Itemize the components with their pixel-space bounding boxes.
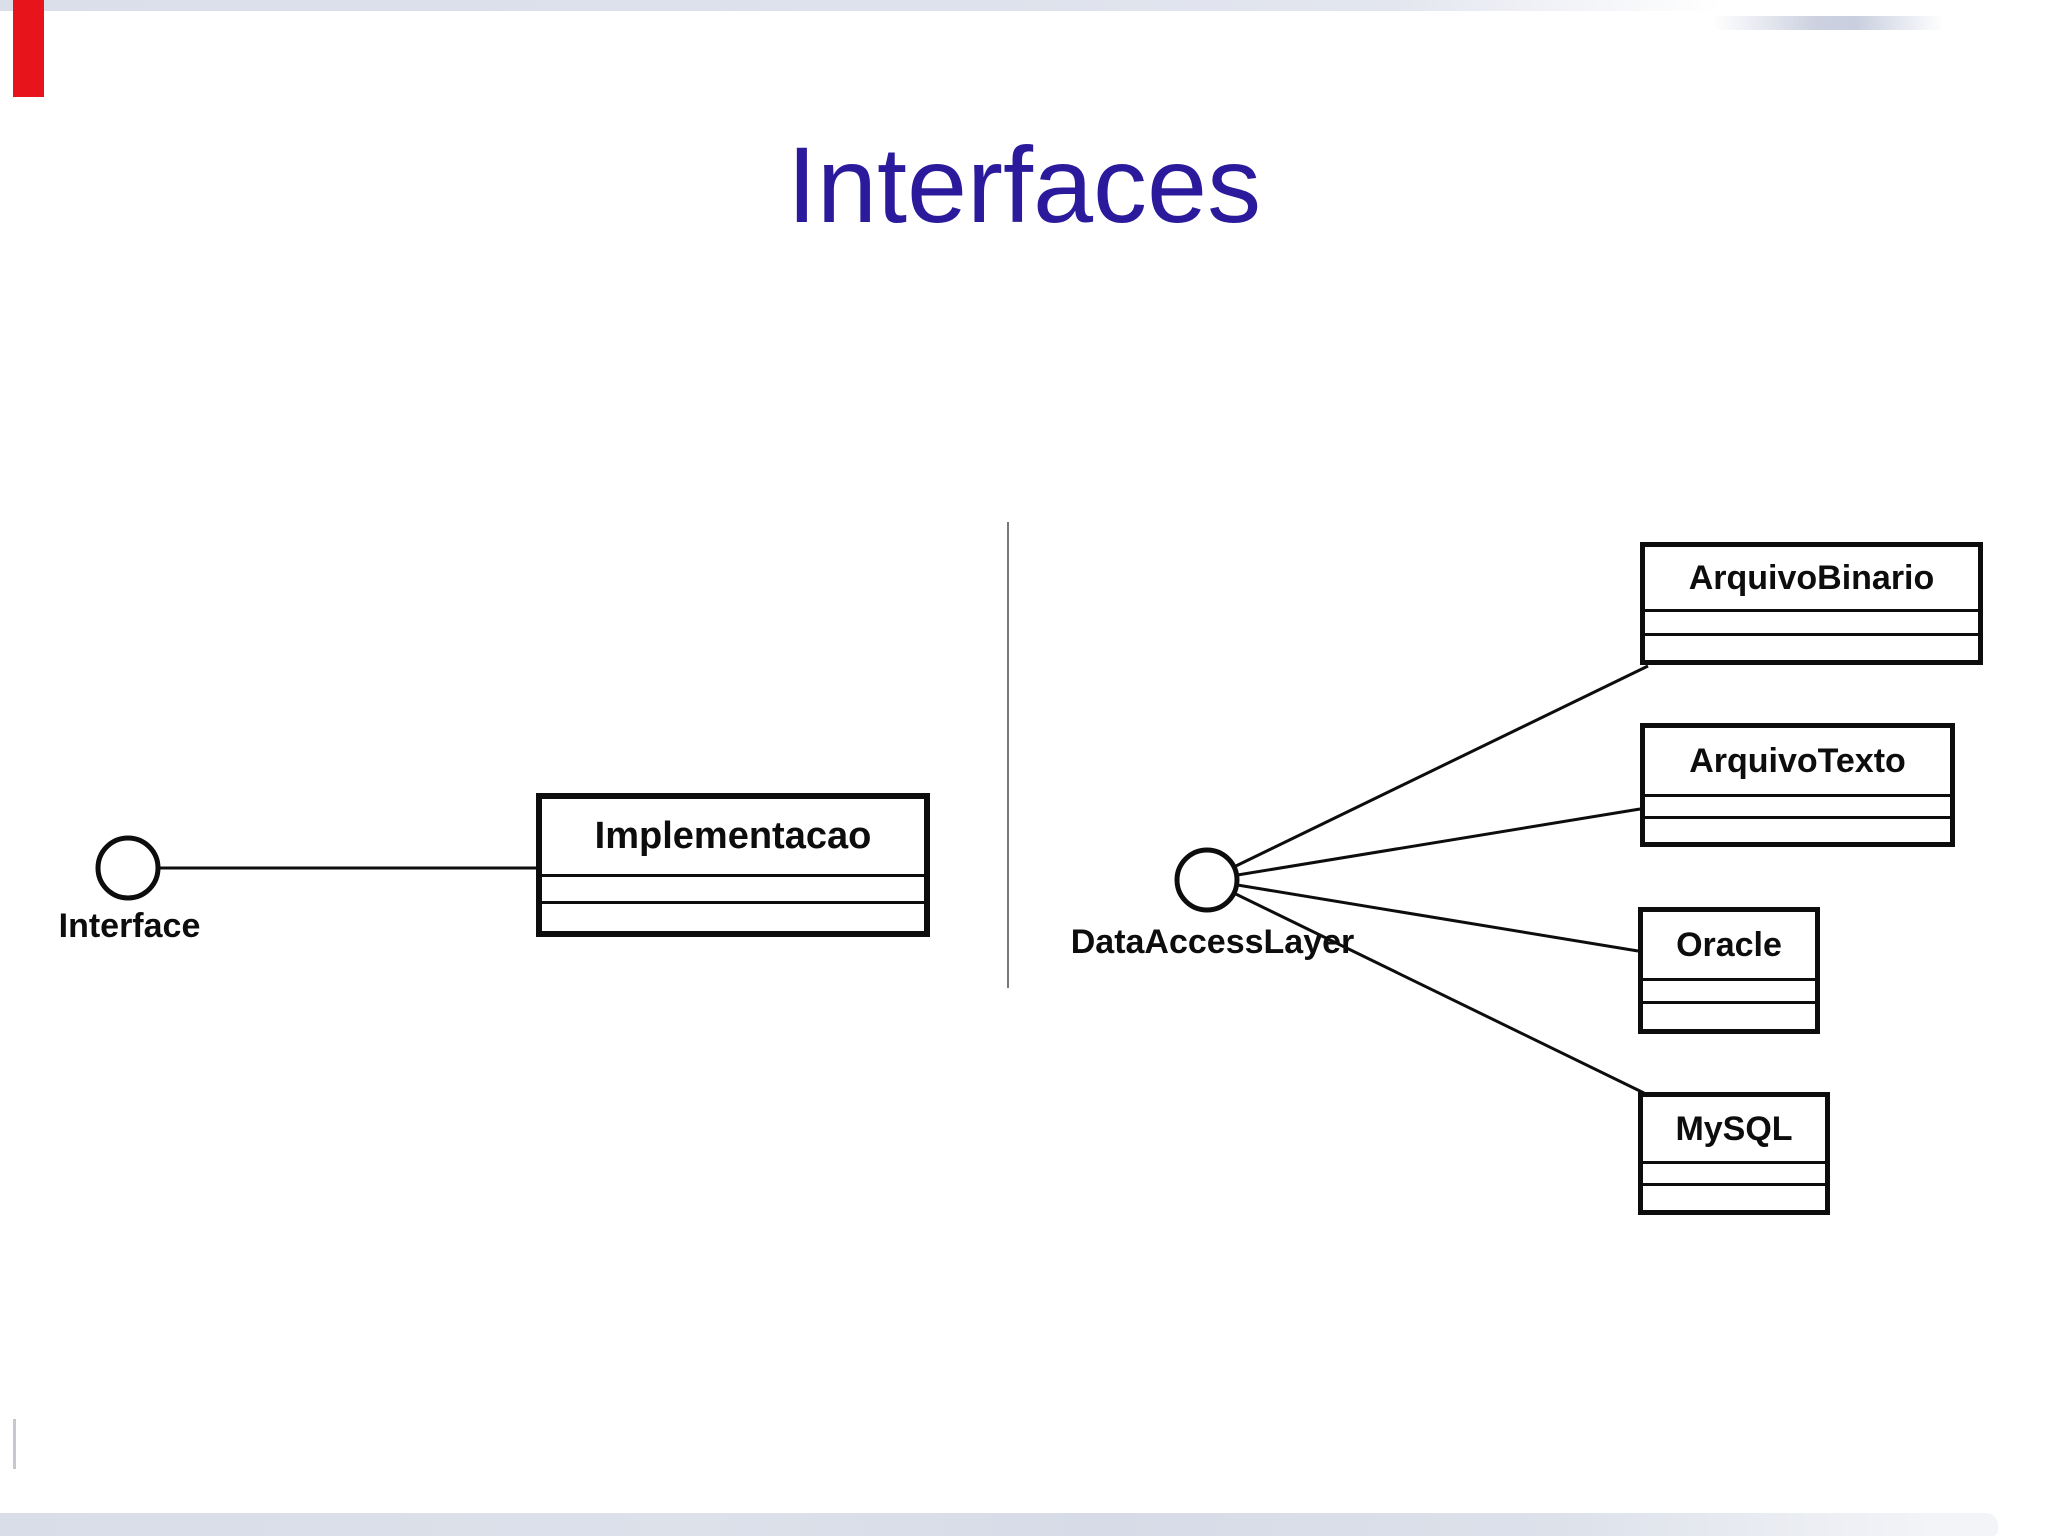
connector-line-dal-mysql bbox=[1206, 878, 1645, 1095]
class-box-operations-compartment bbox=[1645, 636, 1978, 660]
class-box-mysql: MySQL bbox=[1638, 1092, 1830, 1215]
class-box-title: Implementacao bbox=[542, 799, 924, 877]
class-box-arquivobinario: ArquivoBinario bbox=[1640, 542, 1983, 665]
class-box-attributes-compartment bbox=[542, 877, 924, 904]
bottom-left-edge-mark bbox=[13, 1419, 16, 1469]
class-box-attributes-compartment bbox=[1643, 981, 1815, 1004]
red-flag-decoration bbox=[13, 0, 44, 97]
top-edge-decoration bbox=[0, 0, 1740, 11]
class-box-title: ArquivoBinario bbox=[1645, 547, 1978, 612]
connector-line-dal-oracle bbox=[1206, 878, 1639, 953]
class-box-title: ArquivoTexto bbox=[1645, 728, 1950, 797]
interface-circle-icon bbox=[95, 835, 161, 901]
top-right-edge-decoration bbox=[1712, 16, 1944, 30]
class-box-implementacao: Implementacao bbox=[536, 793, 930, 937]
interface-label: DataAccessLayer bbox=[1070, 923, 1355, 961]
class-box-operations-compartment bbox=[542, 904, 924, 931]
class-box-oracle: Oracle bbox=[1638, 907, 1820, 1034]
class-box-attributes-compartment bbox=[1645, 797, 1950, 819]
class-box-operations-compartment bbox=[1643, 1186, 1825, 1210]
class-box-operations-compartment bbox=[1645, 819, 1950, 842]
class-box-attributes-compartment bbox=[1645, 612, 1978, 636]
class-box-arquivotexto: ArquivoTexto bbox=[1640, 723, 1955, 847]
class-box-title: MySQL bbox=[1643, 1097, 1825, 1164]
interface-circle-icon bbox=[1174, 847, 1240, 913]
class-box-operations-compartment bbox=[1643, 1004, 1815, 1029]
class-box-title: Oracle bbox=[1643, 912, 1815, 981]
connector-line-dal-arquivobinario bbox=[1206, 664, 1649, 882]
interface-label: Interface bbox=[58, 907, 201, 945]
slide-title: Interfaces bbox=[786, 124, 1262, 245]
diagram-divider-line bbox=[1007, 522, 1009, 988]
class-box-attributes-compartment bbox=[1643, 1164, 1825, 1186]
bottom-edge-decoration bbox=[0, 1513, 1998, 1536]
connector-line-dal-arquivotexto bbox=[1206, 807, 1641, 882]
